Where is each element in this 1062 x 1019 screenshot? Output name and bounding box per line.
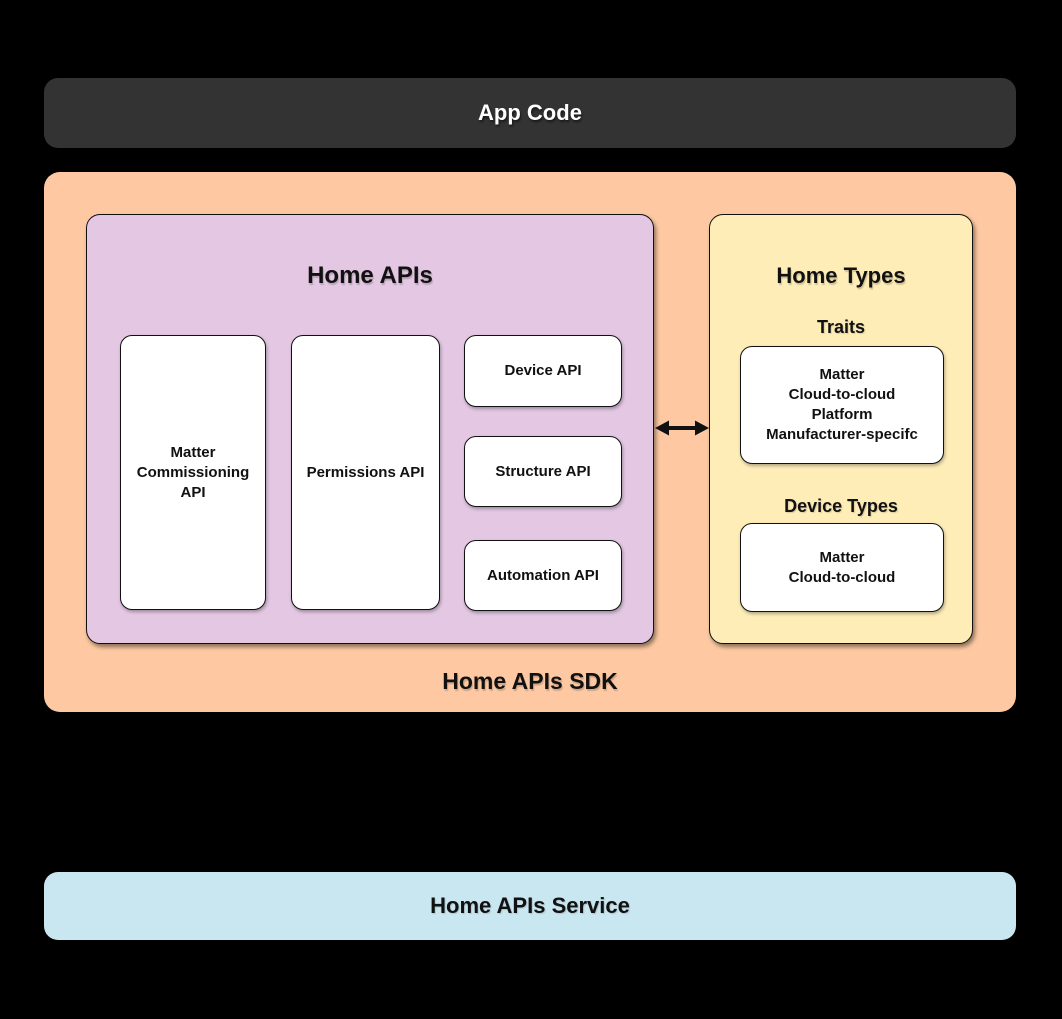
matter-commissioning-api-card: Matter Commissioning API: [120, 335, 266, 610]
home-apis-service-box: Home APIs Service: [44, 872, 1016, 940]
device-api-card: Device API: [464, 335, 622, 407]
app-code-label: App Code: [478, 100, 582, 125]
home-apis-sdk-box: Home APIs Matter Commissioning API Permi…: [44, 172, 1016, 712]
app-code-box: App Code: [44, 78, 1016, 148]
home-types-title: Home Types: [776, 263, 906, 288]
home-types-box: Home Types Traits Matter Cloud-to-cloud …: [709, 214, 973, 644]
home-apis-box: Home APIs Matter Commissioning API Permi…: [86, 214, 654, 644]
bidirectional-arrow-icon: [655, 420, 709, 436]
home-apis-title: Home APIs: [307, 262, 433, 289]
device-types-card: Matter Cloud-to-cloud: [740, 523, 944, 612]
device-types-heading: Device Types: [784, 496, 898, 516]
traits-heading: Traits: [816, 317, 866, 337]
automation-api-card: Automation API: [464, 540, 622, 611]
home-apis-sdk-label: Home APIs SDK: [442, 668, 618, 694]
structure-api-card: Structure API: [464, 436, 622, 507]
traits-card: Matter Cloud-to-cloud Platform Manufactu…: [740, 346, 944, 464]
permissions-api-card: Permissions API: [291, 335, 440, 610]
home-apis-service-label: Home APIs Service: [430, 893, 630, 918]
